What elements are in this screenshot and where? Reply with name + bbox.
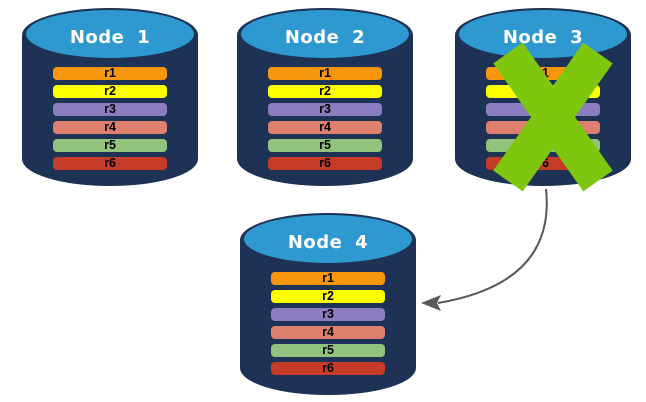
replica-row-r6: r6	[271, 362, 385, 375]
replica-row-r1: r1	[53, 67, 167, 80]
replica-row-r3: r3	[53, 103, 167, 116]
x-mark-icon	[493, 42, 613, 192]
replica-row-r2: r2	[271, 290, 385, 303]
node-2-top: Node 2	[241, 10, 409, 58]
replica-row-r4: r4	[271, 326, 385, 339]
replica-row-r6: r6	[53, 157, 167, 170]
replica-row-r1: r1	[271, 272, 385, 285]
replica-row-r3: r3	[271, 308, 385, 321]
replica-row-r1: r1	[268, 67, 382, 80]
replica-row-r4: r4	[268, 121, 382, 134]
replica-row-r5: r5	[271, 344, 385, 357]
node-1-label: Node 1	[69, 27, 151, 48]
node-2-rows: r1 r2 r3 r4 r5 r6	[268, 67, 382, 170]
node-2-label: Node 2	[284, 27, 366, 48]
node-4-top: Node 4	[244, 215, 412, 263]
replica-row-r3: r3	[268, 103, 382, 116]
arrowhead-icon	[421, 295, 441, 311]
node-2-cylinder: Node 2 r1 r2 r3 r4 r5 r6	[237, 8, 413, 186]
replica-row-r6: r6	[268, 157, 382, 170]
replica-row-r2: r2	[53, 85, 167, 98]
replica-row-r5: r5	[53, 139, 167, 152]
node-1-cylinder: Node 1 r1 r2 r3 r4 r5 r6	[22, 8, 198, 186]
node-1-top: Node 1	[26, 10, 194, 58]
node-4-label: Node 4	[287, 232, 369, 253]
node-1-rows: r1 r2 r3 r4 r5 r6	[53, 67, 167, 170]
node-4-cylinder: Node 4 r1 r2 r3 r4 r5 r6	[240, 213, 416, 395]
replica-row-r5: r5	[268, 139, 382, 152]
replica-row-r4: r4	[53, 121, 167, 134]
x-stroke	[493, 42, 613, 192]
arrow-curve	[437, 188, 548, 304]
node-3-cylinder: Node 3 r1 r2 r3 r4 r5 r6	[455, 8, 631, 192]
replica-row-r2: r2	[268, 85, 382, 98]
node-4-rows: r1 r2 r3 r4 r5 r6	[271, 272, 385, 375]
